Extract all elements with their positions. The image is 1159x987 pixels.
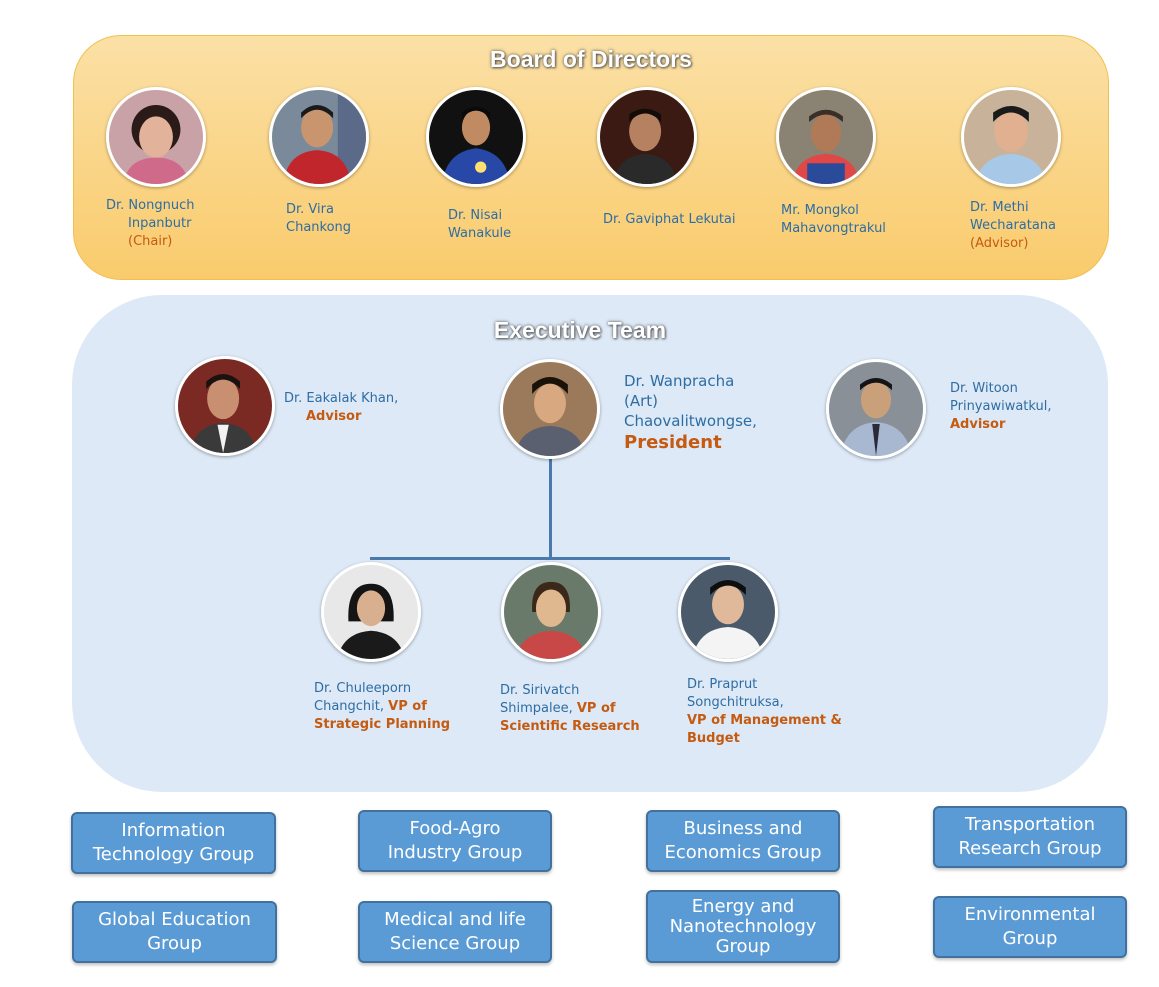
name-line: Dr. Witoon: [950, 381, 1018, 396]
name-line: Dr. Wanpracha: [624, 372, 735, 390]
group-label: Technology Group: [92, 844, 255, 865]
org-connector-vertical: [549, 458, 552, 558]
org-connector-horizontal: [370, 557, 730, 560]
role-label: (Chair): [128, 234, 173, 249]
exec-name-chuleeporn: Dr. Chuleeporn Changchit, VP of Strategi…: [314, 680, 450, 734]
exec-name-witoon: Dr. Witoon Prinyawiwatkul, Advisor: [950, 380, 1052, 434]
group-label: Group: [1002, 928, 1058, 949]
group-label: Group: [147, 933, 202, 954]
group-label: Environmental: [964, 904, 1096, 925]
name-line: Dr. Chuleeporn: [314, 681, 412, 696]
board-photo-methi: [961, 87, 1061, 187]
role-label: Advisor: [306, 409, 362, 424]
exec-photo-eakalak: [175, 356, 275, 456]
exec-photo-chuleeporn: [321, 562, 421, 662]
board-name-nisai: Dr. Nisai Wanakule: [448, 207, 511, 243]
board-of-directors-panel: Board of Directors: [73, 35, 1109, 280]
group-label: Global Education: [98, 909, 251, 930]
role-label: Budget: [687, 731, 740, 746]
role-label: Advisor: [950, 417, 1006, 432]
group-label: Business and: [683, 818, 803, 839]
exec-photo-witoon: [826, 359, 926, 459]
exec-photo-sirivatch: [501, 562, 601, 662]
board-name-nongnuch: Dr. Nongnuch Inpanbutr (Chair): [106, 197, 194, 251]
board-name-mongkol: Mr. Mongkol Mahavongtrakul: [781, 202, 886, 238]
role-label: Strategic Planning: [314, 717, 451, 732]
name-line: Wecharatana: [970, 218, 1057, 233]
exec-name-wanpracha: Dr. Wanpracha (Art) Chaovalitwongse, Pre…: [624, 371, 757, 455]
board-name-methi: Dr. Methi Wecharatana (Advisor): [970, 199, 1056, 253]
name-line: Dr. Sirivatch: [500, 683, 580, 698]
name-line: Inpanbutr: [128, 216, 192, 231]
group-label: Energy and: [691, 895, 795, 917]
board-photo-mongkol: [776, 87, 876, 187]
group-label: Food-Agro: [409, 818, 501, 839]
group-label: Economics Group: [664, 842, 822, 863]
name-line: Dr. Gaviphat Lekutai: [603, 212, 736, 227]
board-title: Board of Directors: [490, 46, 692, 72]
name-line: Dr. Vira: [286, 202, 334, 217]
group-label: Medical and life: [384, 909, 526, 930]
exec-photo-praprut: [678, 562, 778, 662]
name-line: Changchit,: [314, 699, 385, 714]
name-line: Dr. Eakalak Khan,: [284, 391, 399, 406]
name-line: Chankong: [286, 220, 352, 235]
president-role-label: President: [624, 432, 722, 453]
name-line: Shimpalee,: [500, 701, 573, 716]
name-line: Wanakule: [448, 226, 512, 241]
board-photo-nisai: [426, 87, 526, 187]
board-photo-nongnuch: [106, 87, 206, 187]
group-label: Research Group: [958, 838, 1102, 859]
exec-name-eakalak: Dr. Eakalak Khan, Advisor: [284, 390, 398, 426]
group-label: Information: [121, 820, 226, 841]
group-label: Transportation: [965, 814, 1095, 835]
exec-photo-wanpracha: [500, 359, 600, 459]
exec-name-praprut: Dr. Praprut Songchitruksa, VP of Managem…: [687, 676, 842, 748]
name-line: (Art): [624, 392, 659, 410]
role-label: Scientific Research: [500, 719, 640, 734]
role-label: VP of: [576, 701, 616, 716]
name-line: Dr. Praprut: [687, 677, 758, 692]
name-line: Prinyawiwatkul,: [950, 399, 1052, 414]
exec-title: Executive Team: [493, 317, 667, 343]
group-label: Group: [715, 935, 771, 957]
board-name-vira: Dr. Vira Chankong: [286, 201, 351, 237]
name-line: Chaovalitwongse,: [624, 412, 757, 430]
exec-name-sirivatch: Dr. Sirivatch Shimpalee, VP of Scientifi…: [500, 682, 640, 736]
board-photo-vira: [269, 87, 369, 187]
group-label: Industry Group: [387, 842, 523, 863]
board-photo-gaviphat: [597, 87, 697, 187]
name-line: Mr. Mongkol: [781, 203, 859, 218]
name-line: Dr. Nisai: [448, 208, 503, 223]
role-label: VP of Management &: [687, 713, 842, 728]
board-name-gaviphat: Dr. Gaviphat Lekutai: [603, 211, 736, 229]
group-label: Science Group: [389, 933, 521, 954]
name-line: Songchitruksa,: [687, 695, 784, 710]
role-label: VP of: [388, 699, 427, 714]
role-label: (Advisor): [970, 236, 1029, 251]
name-line: Dr. Methi: [970, 200, 1029, 215]
name-line: Mahavongtrakul: [781, 221, 886, 236]
group-label: Nanotechnology: [669, 915, 817, 937]
name-line: Dr. Nongnuch: [106, 198, 195, 213]
